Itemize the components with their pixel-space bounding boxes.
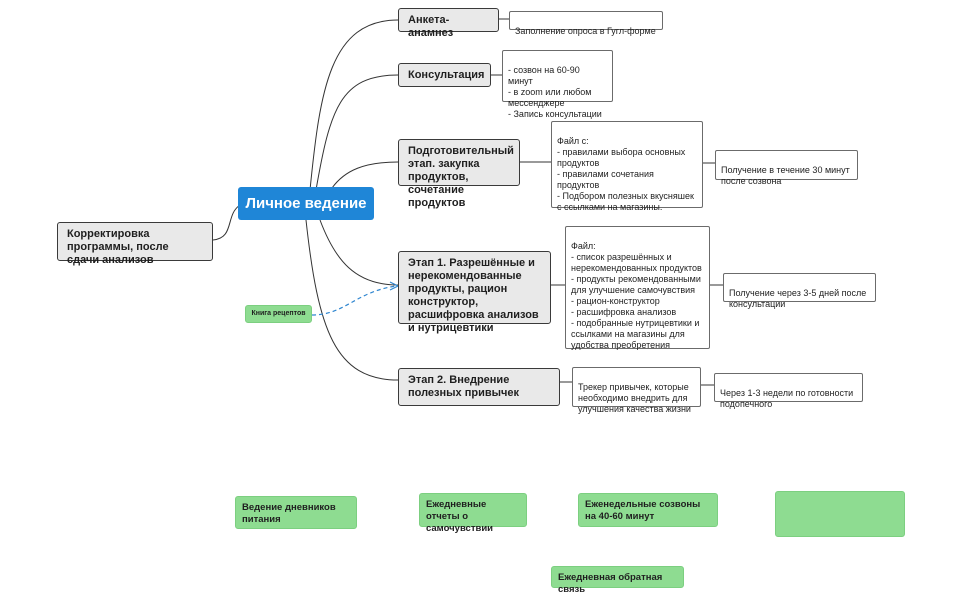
note-text: Через 1-3 недели по готовности подопечно… [720,388,854,409]
recipe-book-node[interactable]: Книга рецептов [245,305,312,323]
link-branch-3 [331,161,399,189]
link-recipe-book [311,285,397,316]
link-branch-1 [309,19,399,191]
service-label: Ведение дневников питания [242,502,336,525]
note-text: Заполнение опроса в Гугл-форме [515,26,656,36]
link-center-left [212,204,241,241]
branch-anketa[interactable]: Анкета-анамнез [398,8,499,39]
note-consultation[interactable]: - созвон на 60-90 минут - в zoom или люб… [502,50,613,119]
left-topic[interactable]: Корректировка программы, после сдачи ана… [57,222,213,266]
left-topic-label: Корректировка программы, после сдачи ана… [67,228,169,266]
branch-preparation[interactable]: Подготовительный этап. закупка продуктов… [398,139,520,209]
service-label: Еженедельные созвоны на 40-60 минут [585,499,701,522]
service-weekly-calls[interactable]: Еженедельные созвоны на 40-60 минут [578,493,718,527]
note-text: Трекер привычек, которые необходимо внед… [578,382,691,414]
branch-stage-1[interactable]: Этап 1. Разрешённые и нерекомендованные … [398,251,551,334]
service-daily-reports[interactable]: Ежедневные отчеты о самочувствии [419,493,527,534]
branch-label: Этап 1. Разрешённые и нерекомендованные … [408,257,539,334]
note2-stage-2[interactable]: Через 1-3 недели по готовности подопечно… [714,373,863,409]
branch-label: Этап 2. Внедрение полезных привычек [408,374,520,399]
note-anketa[interactable]: Заполнение опроса в Гугл-форме [509,11,663,36]
link-branch-4 [319,219,399,286]
link-branch-5 [305,219,399,381]
service-daily-feedback[interactable]: Ежедневная обратная связь [551,566,684,595]
note-preparation[interactable]: Файл с: - правилами выбора основных прод… [551,121,703,212]
note-text: Файл: - список разрешённых и нерекомендо… [571,241,702,350]
recipe-book-label: Книга рецептов [251,310,306,317]
service-label: Ежедневная обратная связь [558,572,663,595]
central-topic-label: Личное ведение [245,195,367,212]
central-topic[interactable]: Личное ведение [238,187,374,220]
branch-label: Подготовительный этап. закупка продуктов… [408,145,514,209]
branch-label: Консультация [408,69,485,81]
note2-stage-1[interactable]: Получение через 3-5 дней после консульта… [723,273,876,309]
service-food-diary[interactable]: Ведение дневников питания [235,496,357,529]
note-text: Получение через 3-5 дней после консульта… [729,288,867,309]
note-stage-2[interactable]: Трекер привычек, которые необходимо внед… [572,367,701,414]
service-empty[interactable] [775,491,905,537]
branch-consultation[interactable]: Консультация [398,63,491,87]
branch-stage-2[interactable]: Этап 2. Внедрение полезных привычек [398,368,560,406]
note-text: Получение в течение 30 минут после созво… [721,165,850,186]
branch-label: Анкета-анамнез [408,14,454,39]
note2-preparation[interactable]: Получение в течение 30 минут после созво… [715,150,858,186]
note-text: - созвон на 60-90 минут - в zoom или люб… [508,65,602,119]
link-branch-2 [315,74,399,191]
note-text: Файл с: - правилами выбора основных прод… [557,136,694,212]
service-label: Ежедневные отчеты о самочувствии [426,499,494,534]
note-stage-1[interactable]: Файл: - список разрешённых и нерекомендо… [565,226,710,350]
